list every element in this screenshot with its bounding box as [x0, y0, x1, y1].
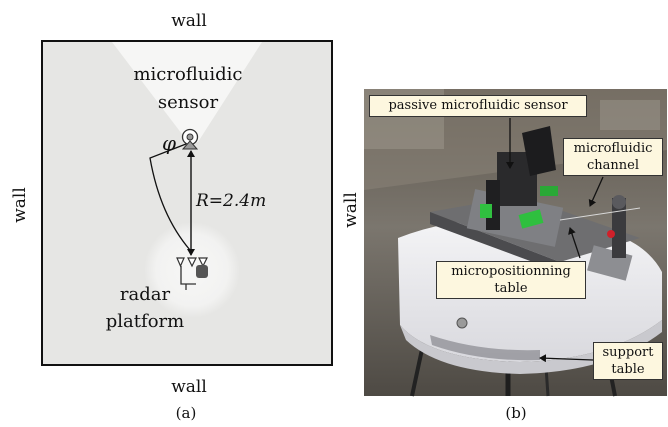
sensor-label-line2: sensor [158, 92, 219, 113]
arrow-channel [588, 176, 604, 207]
callout-channel-line1: microfluidic [573, 141, 653, 156]
panel-a: wall wall wall wall microfluidic sensor … [10, 11, 361, 422]
sensor-beam [112, 42, 262, 142]
wall-left-label: wall [10, 187, 30, 223]
callout-channel-line2: channel [587, 158, 639, 173]
arrow-table [568, 227, 581, 259]
radar-label-line1: radar [120, 284, 171, 305]
callout-passive-sensor: passive microfluidic sensor [369, 95, 587, 117]
radar-icon [176, 257, 208, 290]
radar-label-line2: platform [106, 311, 184, 332]
caption-b: (b) [505, 404, 526, 422]
callout-micropositioning-table: micropositionning table [436, 261, 586, 299]
range-label: R=2.4m [195, 191, 266, 211]
radar-glow [144, 222, 240, 318]
callout-table-line2: table [494, 281, 528, 296]
callout-microfluidic-channel: microfluidic channel [563, 138, 663, 176]
callout-support-table: support table [593, 342, 663, 380]
callout-passive-sensor-text: passive microfluidic sensor [388, 98, 568, 113]
callout-table-line1: micropositionning [451, 264, 571, 279]
sensor-label-line1: microfluidic [133, 64, 242, 85]
wall-bottom-label: wall [171, 377, 207, 397]
arrow-support [539, 354, 594, 363]
wall-top-label: wall [171, 11, 207, 31]
wall-right-label: wall [341, 192, 361, 228]
angle-arc [149, 143, 191, 251]
angle-symbol: φ [162, 131, 176, 155]
caption-a: (a) [176, 404, 197, 422]
callout-support-line1: support [602, 345, 654, 360]
callout-support-line2: table [611, 362, 645, 377]
sensor-icon [181, 128, 199, 150]
